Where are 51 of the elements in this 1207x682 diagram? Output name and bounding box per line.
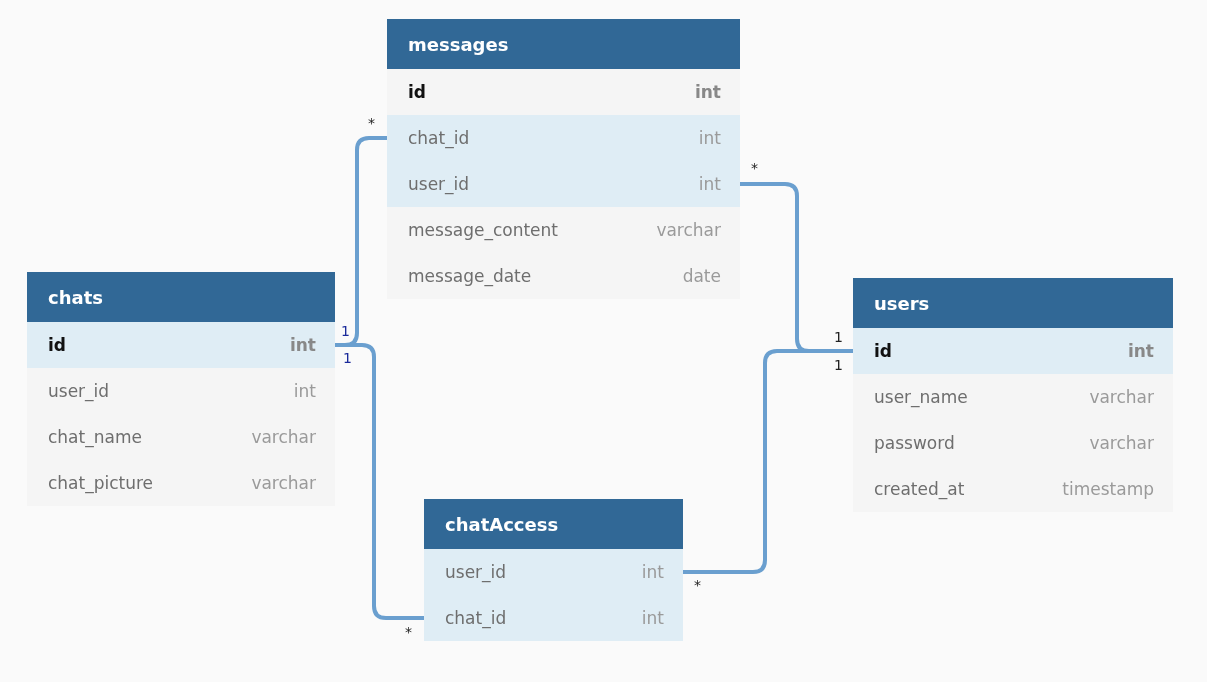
- field-name: chat_id: [445, 608, 507, 628]
- table-name: chats: [48, 286, 103, 308]
- cardinality-label: *: [405, 625, 412, 639]
- field-name: id: [48, 335, 66, 355]
- cardinality-label: *: [368, 116, 375, 130]
- relationship-line: [335, 343, 424, 620]
- table-name: messages: [408, 33, 509, 55]
- cardinality-label: 1: [834, 358, 843, 372]
- table-row: [27, 322, 335, 368]
- table-card: [424, 499, 683, 641]
- cardinality-label: *: [751, 161, 758, 175]
- table-name: users: [874, 292, 930, 314]
- field-type: int: [1127, 341, 1154, 361]
- field-type: varchar: [1089, 387, 1154, 407]
- field-name: message_date: [408, 266, 532, 286]
- cardinality-label: 1: [341, 324, 350, 338]
- field-name: user_name: [874, 387, 968, 407]
- field-type: varchar: [251, 473, 316, 493]
- table-row: [387, 161, 740, 207]
- field-type: int: [641, 562, 664, 582]
- field-name: user_id: [408, 174, 470, 194]
- cardinality-label: *: [694, 578, 701, 592]
- field-type: int: [698, 174, 721, 194]
- field-name: id: [874, 341, 892, 361]
- table-name: chatAccess: [445, 513, 559, 535]
- field-type: varchar: [251, 427, 316, 447]
- field-type: int: [694, 82, 721, 102]
- field-name: chat_id: [408, 128, 470, 148]
- field-type: int: [289, 335, 316, 355]
- field-name: user_id: [48, 381, 110, 401]
- field-name: created_at: [874, 479, 965, 499]
- field-name: chat_name: [48, 427, 142, 447]
- table-row: [853, 328, 1173, 374]
- cardinality-label: 1: [834, 330, 843, 344]
- field-name: id: [408, 82, 426, 102]
- cardinality-label: 1: [343, 351, 352, 365]
- table-row: [387, 115, 740, 161]
- field-type: int: [641, 608, 664, 628]
- relationship-line: [683, 349, 853, 574]
- field-type: int: [293, 381, 316, 401]
- field-type: timestamp: [1062, 479, 1154, 499]
- field-type: varchar: [1089, 433, 1154, 453]
- field-name: message_content: [408, 220, 558, 240]
- table-row: [424, 549, 683, 595]
- field-name: password: [874, 433, 955, 453]
- field-type: int: [698, 128, 721, 148]
- field-type: date: [682, 266, 721, 286]
- field-name: chat_picture: [48, 473, 154, 493]
- field-name: user_id: [445, 562, 507, 582]
- table-row: [424, 595, 683, 641]
- field-type: varchar: [656, 220, 721, 240]
